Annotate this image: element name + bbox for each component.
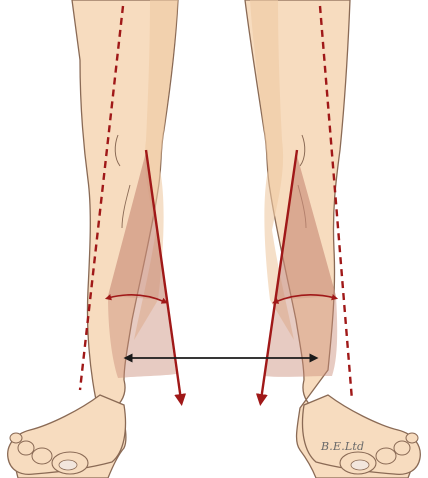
left-toe-3 bbox=[18, 441, 34, 455]
right-toe-nail bbox=[351, 460, 369, 470]
left-toe-2 bbox=[32, 448, 52, 464]
right-toe-3 bbox=[394, 441, 410, 455]
right-leg bbox=[245, 0, 420, 478]
left-toe-4 bbox=[10, 433, 22, 443]
watermark-text: B.E.Ltd bbox=[321, 440, 364, 453]
right-toe-4 bbox=[406, 433, 418, 443]
left-toe-nail bbox=[59, 460, 77, 470]
right-toe-2 bbox=[376, 448, 396, 464]
